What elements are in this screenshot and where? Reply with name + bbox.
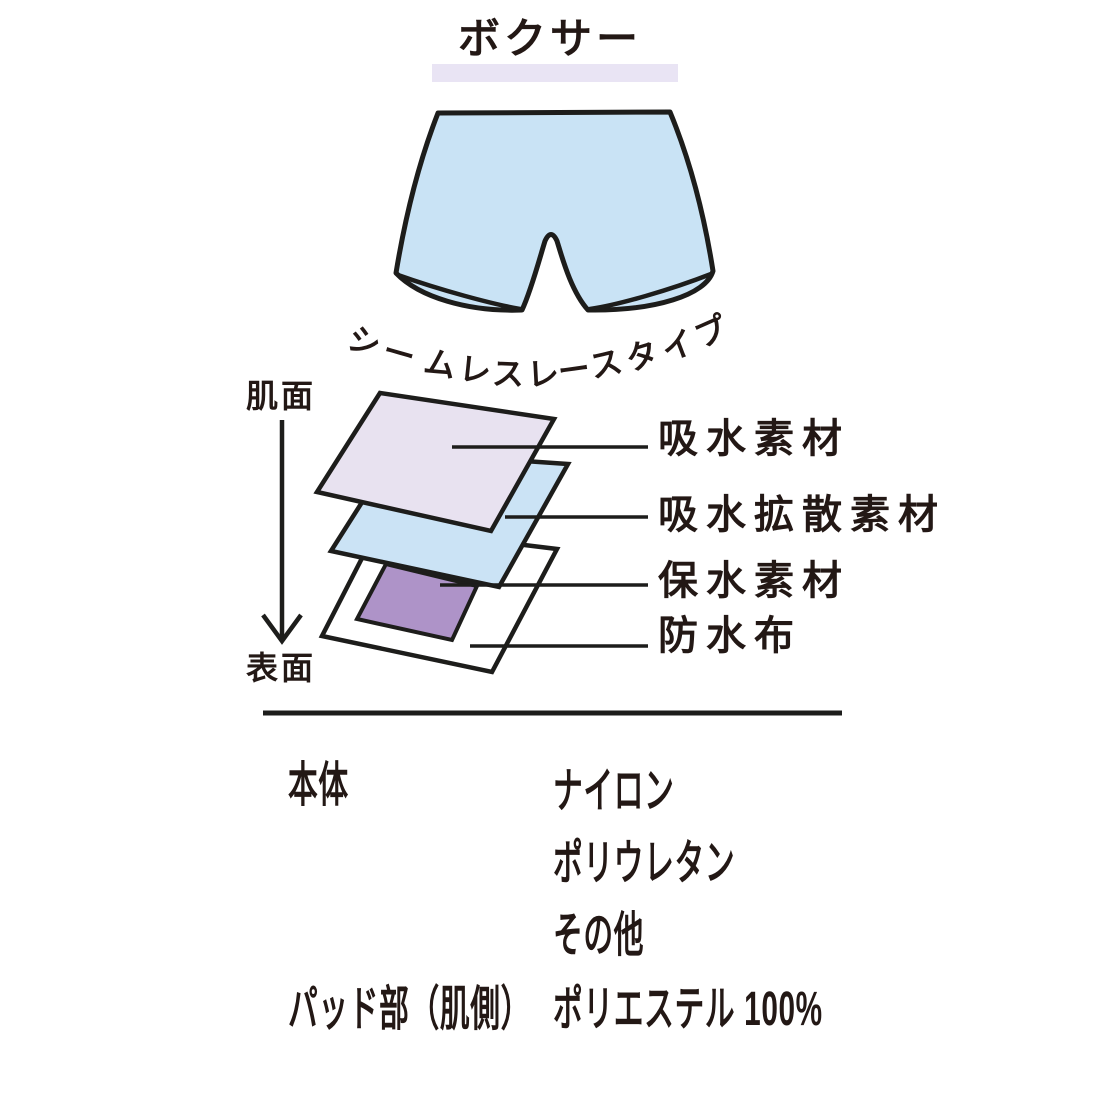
boxer-shorts-illustration <box>393 109 716 313</box>
arrow-head <box>261 613 303 645</box>
leader-lines <box>440 445 648 648</box>
boxer-right-cuff-line <box>587 271 714 312</box>
subtitle-char: レ <box>457 350 493 390</box>
table-cell-body-composition-3: その他 <box>553 912 700 960</box>
composition-nylon: ナイロン <box>553 765 675 818</box>
part-body-label: 本体 <box>288 759 349 812</box>
layer-sheets <box>313 390 572 675</box>
subtitle-char: ム <box>420 343 460 385</box>
table-cell-body-composition-2: ポリウレタン <box>553 840 847 888</box>
composition-polyester: ポリエステル 100% <box>553 983 823 1036</box>
title-underline-bar <box>432 64 678 82</box>
layer-label-diffusion: 吸水拡散素材 <box>658 493 946 537</box>
part-pad-label: パッド部（肌側） <box>288 983 532 1036</box>
layer-label-absorbent: 吸水素材 <box>658 417 850 461</box>
layer-label-retention: 保水素材 <box>658 559 850 603</box>
subtitle-char: ス <box>586 342 626 386</box>
table-row-part-body: 本体 <box>288 762 386 810</box>
skin-side-label: 肌面 <box>246 378 317 414</box>
surface-label: 表面 <box>246 650 317 686</box>
page-title: ボクサー <box>457 15 642 62</box>
composition-polyurethane: ポリウレタン <box>553 837 736 890</box>
subtitle-char: ー <box>555 349 593 391</box>
boxer-shorts-outline <box>393 109 716 313</box>
skin-to-surface-arrow <box>261 420 303 645</box>
boxer-left-cuff-line <box>395 272 523 312</box>
table-row-part-pad: パッド部（肌側） <box>288 986 680 1034</box>
table-cell-body-composition-1: ナイロン <box>553 768 749 816</box>
water-retention-sheet <box>354 561 480 643</box>
composition-other: その他 <box>553 909 645 962</box>
subtitle-char: ス <box>491 355 525 393</box>
table-cell-pad-composition: ポリエステル 100% <box>553 986 988 1034</box>
subtitle-char: レ <box>526 355 560 393</box>
layer-label-waterproof: 防水布 <box>658 614 802 658</box>
absorbent-sheet <box>313 390 558 534</box>
